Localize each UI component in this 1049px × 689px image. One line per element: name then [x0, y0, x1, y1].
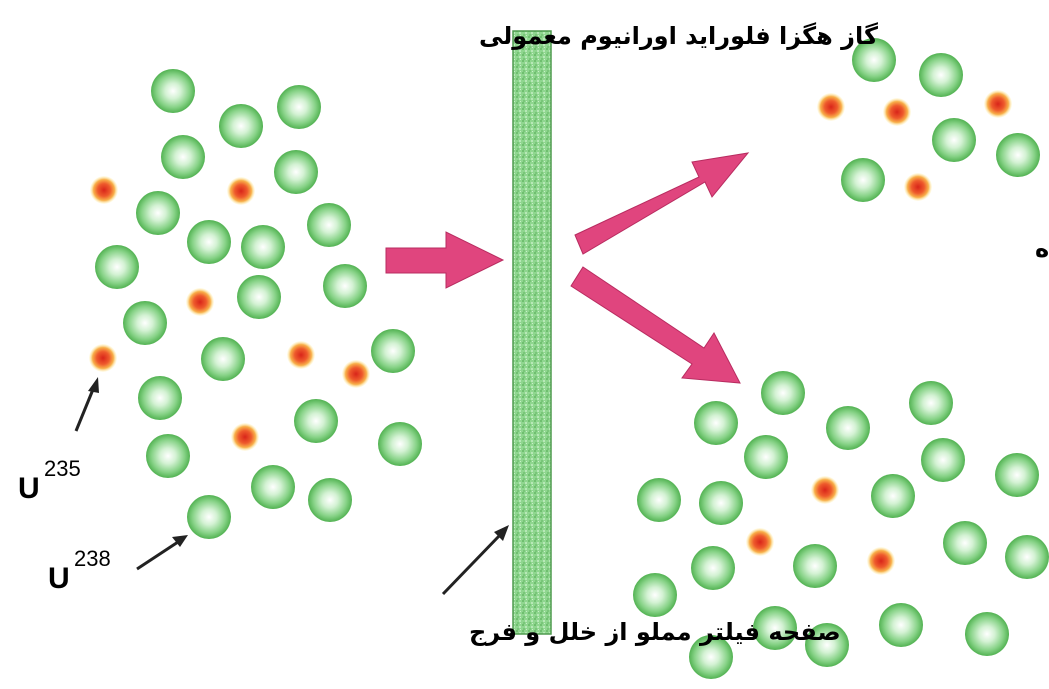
- u238-particle: [277, 85, 321, 129]
- u238-pointer-arrow-icon: [137, 542, 178, 569]
- u238-particle: [995, 453, 1039, 497]
- u238-particle: [123, 301, 167, 345]
- u238-particle: [307, 203, 351, 247]
- into-filter-arrow-icon: [386, 232, 503, 288]
- u238-particle: [219, 104, 263, 148]
- u238-particle: [965, 612, 1009, 656]
- u235-particle: [89, 344, 117, 372]
- source-gas-particles: [89, 69, 422, 539]
- u238-particle: [932, 118, 976, 162]
- u235-particle: [342, 360, 370, 388]
- u238-particle: [871, 474, 915, 518]
- filter-pointer-arrow-icon: [443, 535, 500, 594]
- u238-mass-number: 238: [74, 546, 111, 571]
- u238-particle: [274, 150, 318, 194]
- u238-particle: [841, 158, 885, 202]
- u238-particle: [699, 481, 743, 525]
- u238-particle: [919, 53, 963, 97]
- u235-particle: [904, 173, 932, 201]
- u235-symbol: U: [18, 472, 40, 505]
- u238-particle: [909, 381, 953, 425]
- u235-mass-number: 235: [44, 456, 81, 481]
- u238-particle: [308, 478, 352, 522]
- u238-particle: [241, 225, 285, 269]
- u238-particle: [826, 406, 870, 450]
- u238-particle: [744, 435, 788, 479]
- u235-particle: [227, 177, 255, 205]
- u238-particle: [146, 434, 190, 478]
- flow-arrows: [386, 153, 748, 383]
- u235-particle: [867, 547, 895, 575]
- u235-pointer-arrow-icon: [76, 387, 94, 431]
- u238-particle: [1005, 535, 1049, 579]
- u238-particle: [151, 69, 195, 113]
- u238-particle: [378, 422, 422, 466]
- u238-particle: [136, 191, 180, 235]
- u238-particle: [633, 573, 677, 617]
- u235-particle: [984, 90, 1012, 118]
- u238-particle: [201, 337, 245, 381]
- u238-particle: [761, 371, 805, 415]
- filter-plate: [513, 31, 551, 634]
- u235-particle: [811, 476, 839, 504]
- u238-particle: [95, 245, 139, 289]
- u238-particle: [161, 135, 205, 179]
- u238-particle: [323, 264, 367, 308]
- u238-particle: [793, 544, 837, 588]
- u235-particle: [883, 98, 911, 126]
- source-gas-label: گاز هگزا فلوراید اورانیوم معمولی: [479, 22, 878, 50]
- enriched-uranium-label: اورانیوم غنی شده: [1035, 235, 1049, 263]
- u235-particle: [746, 528, 774, 556]
- u238-particle: [371, 329, 415, 373]
- u238-particle: [879, 603, 923, 647]
- u235-particle: [231, 423, 259, 451]
- u238-particle: [637, 478, 681, 522]
- u235-particle: [90, 176, 118, 204]
- u238-particle: [694, 401, 738, 445]
- u238-particle: [187, 495, 231, 539]
- u235-particle: [186, 288, 214, 316]
- u238-particle: [187, 220, 231, 264]
- u235-pointer-head-icon: [88, 377, 99, 393]
- u238-symbol: U: [48, 562, 70, 595]
- depleted-arrow-icon: [571, 267, 740, 383]
- u238-particle: [138, 376, 182, 420]
- enriched-particles: [817, 38, 1040, 202]
- u238-particle: [294, 399, 338, 443]
- u238-particle: [251, 465, 295, 509]
- u238-particle: [237, 275, 281, 319]
- u235-particle: [287, 341, 315, 369]
- filter-plate-label: صفحه فیلتر مملو از خلل و فرج: [469, 618, 841, 646]
- u235-particle: [817, 93, 845, 121]
- u238-particle: [691, 546, 735, 590]
- u238-particle: [921, 438, 965, 482]
- enriched-arrow-icon: [575, 153, 748, 254]
- u238-particle: [996, 133, 1040, 177]
- u238-particle: [943, 521, 987, 565]
